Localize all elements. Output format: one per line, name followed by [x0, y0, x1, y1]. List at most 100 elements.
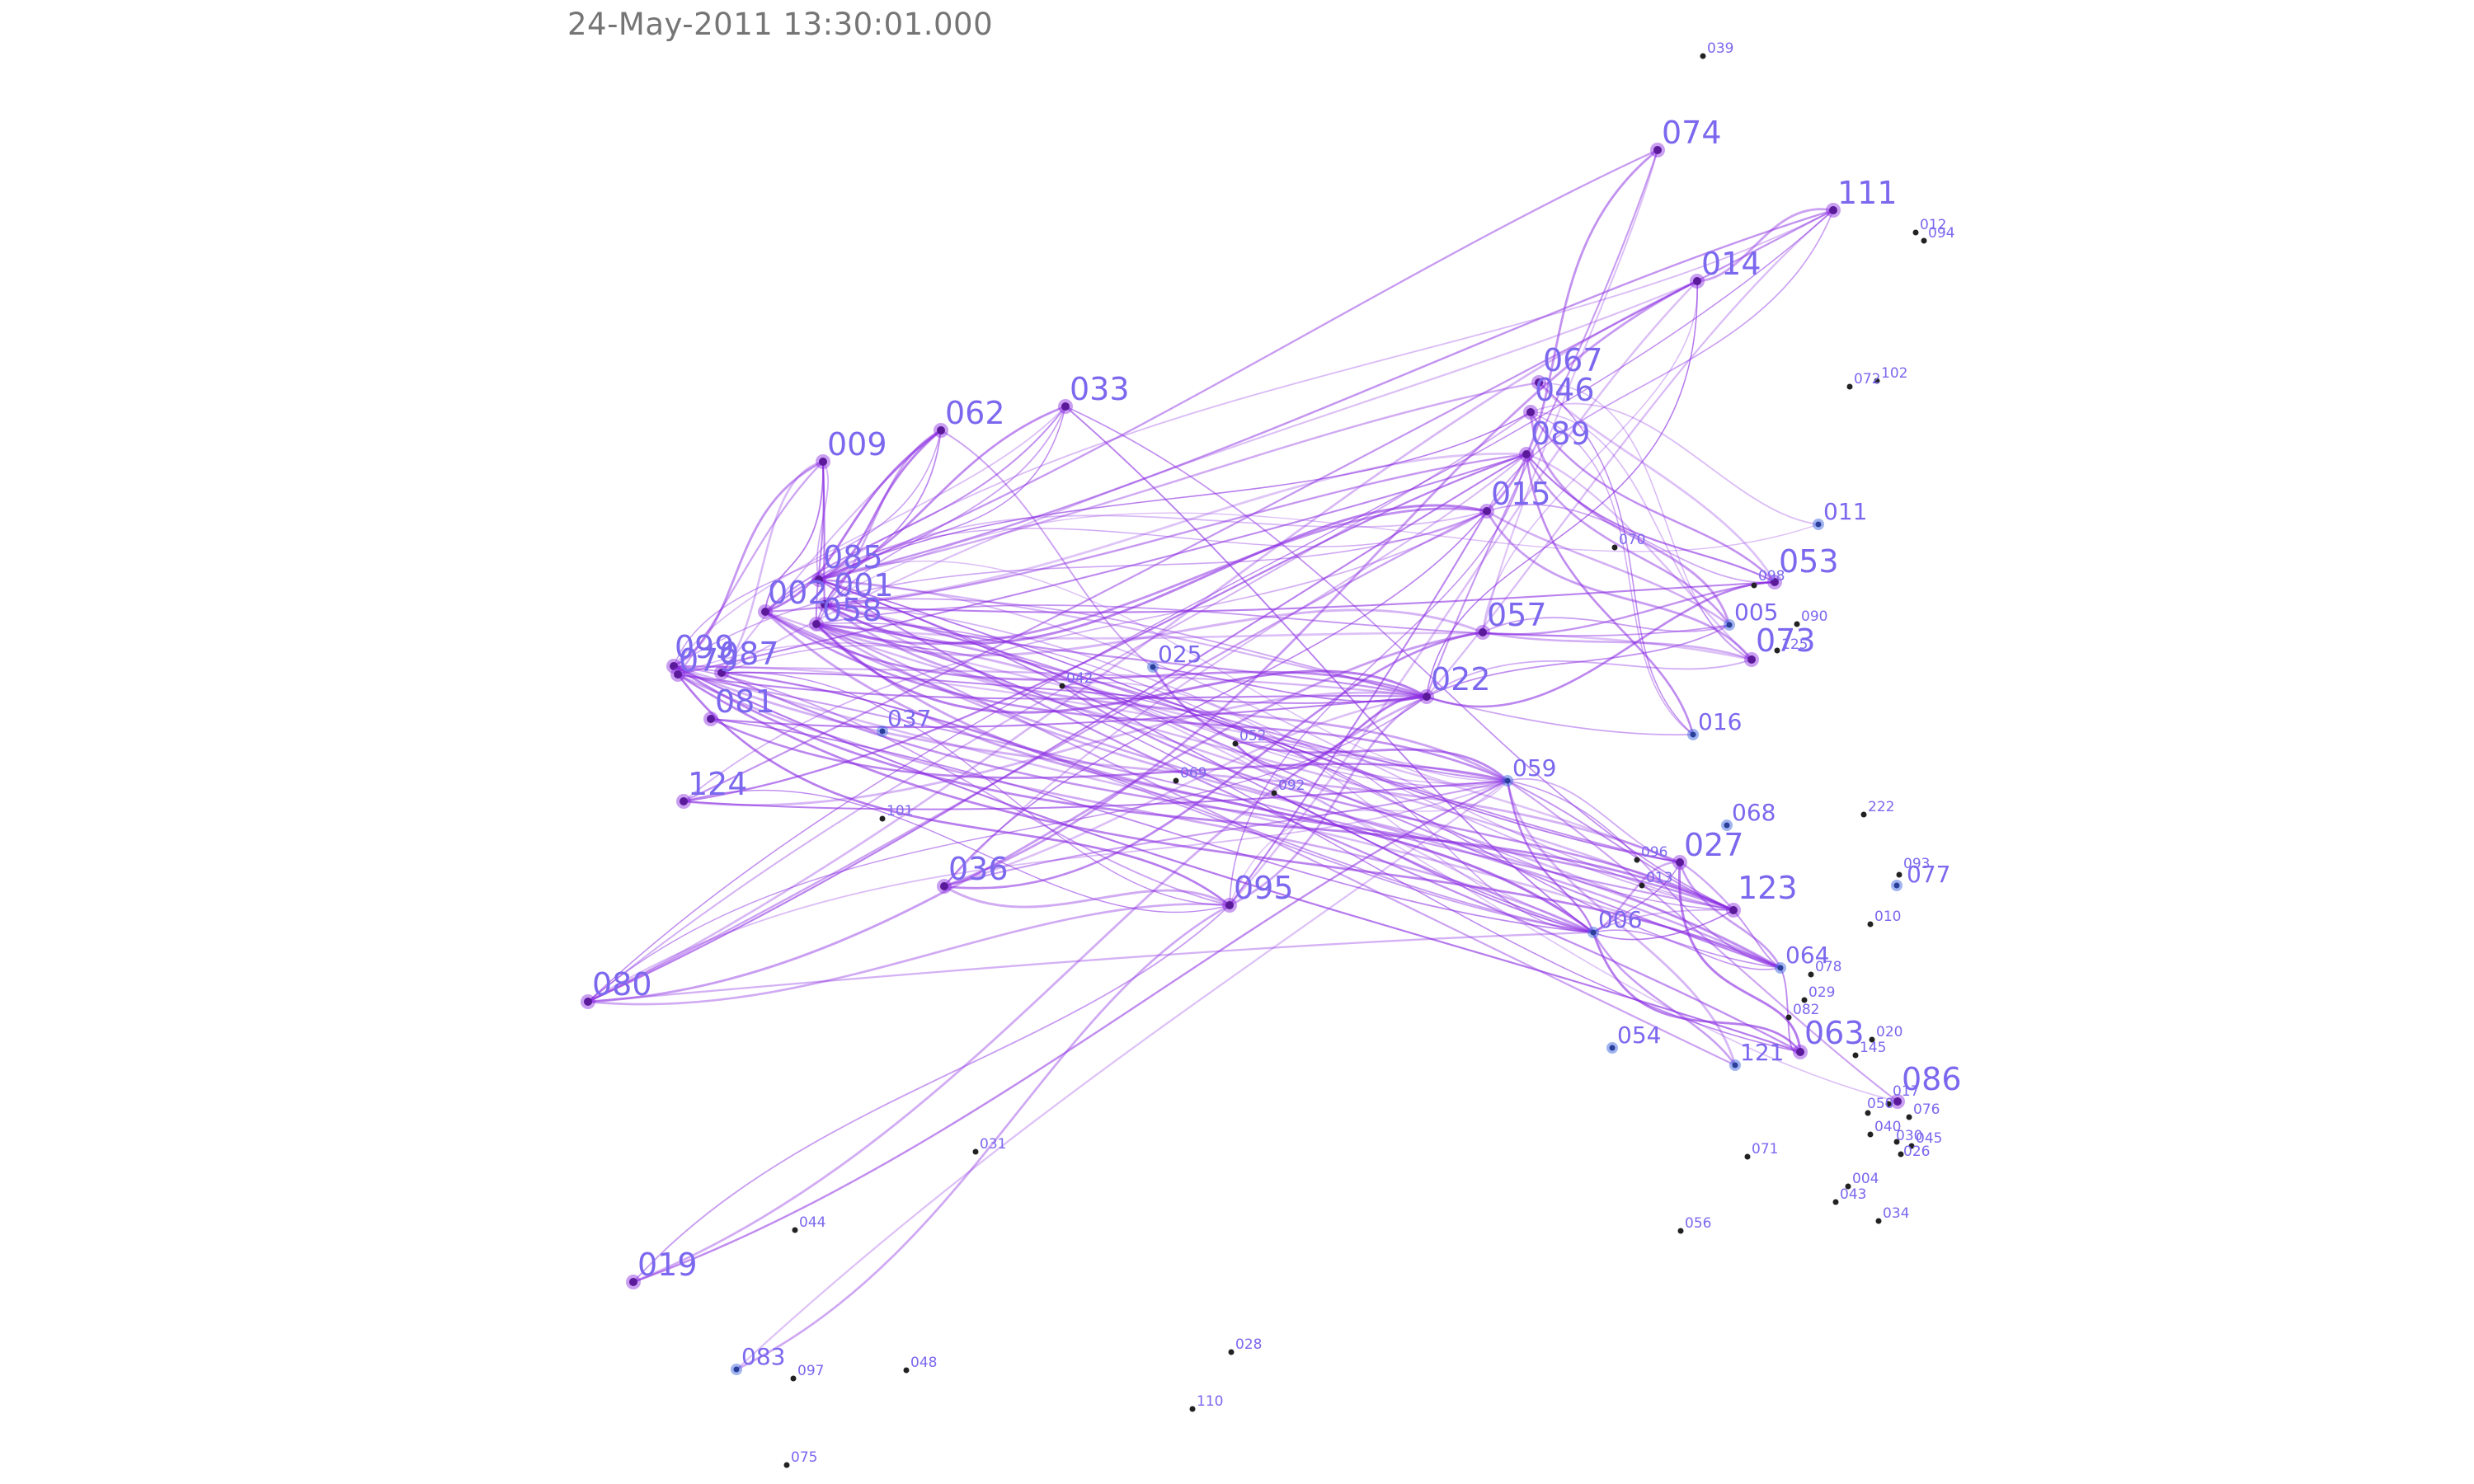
edge-001-022: [823, 603, 1428, 698]
node-026-dot: [1898, 1151, 1904, 1158]
edge-052-022: [1234, 695, 1428, 770]
node-078-dot: [1808, 971, 1814, 978]
node-070: [1611, 544, 1618, 551]
edge-058-123: [816, 622, 1734, 911]
node-073-dot: [1747, 655, 1756, 664]
node-111-dot: [1829, 206, 1837, 214]
node-031-dot: [972, 1148, 979, 1155]
node-039: [1700, 53, 1706, 59]
node-062-dot: [937, 426, 945, 434]
node-045: [1908, 1143, 1915, 1149]
node-014-dot: [1693, 277, 1701, 285]
edge-080-089: [586, 453, 1528, 1003]
edge-085-111: [817, 209, 1835, 581]
node-020: [1869, 1036, 1875, 1043]
edge-085-064: [817, 578, 1782, 970]
node-029-dot: [1801, 997, 1808, 1003]
node-037-dot: [879, 728, 886, 735]
node-001: [817, 597, 832, 612]
timestamp: 24-May-2011 13:30:01.000: [567, 7, 994, 42]
edge-036-059: [943, 779, 1509, 888]
edge-042-006: [1061, 681, 1594, 933]
node-016-dot: [1690, 731, 1696, 738]
node-077-dot: [1893, 882, 1900, 889]
node-label-092: 092: [1278, 777, 1305, 794]
node-081: [703, 711, 718, 726]
node-label-087: 087: [719, 636, 779, 672]
edge-009-058: [815, 460, 825, 626]
node-022: [1419, 689, 1434, 704]
edge-083-095: [735, 904, 1231, 1371]
node-label-125: 125: [1781, 636, 1808, 653]
node-028-dot: [1228, 1349, 1235, 1355]
edge-042-123: [1061, 684, 1735, 912]
node-102: [1874, 378, 1880, 384]
edge-058-063: [816, 623, 1801, 1053]
edge-085-046: [818, 411, 1531, 580]
node-label-025: 025: [1158, 641, 1202, 668]
edge-015-073: [1485, 510, 1753, 661]
node-label-045: 045: [1916, 1130, 1942, 1147]
edge-099-064: [672, 665, 1782, 970]
node-064-dot: [1777, 965, 1784, 971]
node-076: [1906, 1114, 1912, 1120]
node-053: [1767, 575, 1782, 589]
node-053-dot: [1771, 578, 1779, 586]
edge-059-064: [1507, 780, 1781, 969]
node-056: [1677, 1228, 1684, 1234]
edge-036-022: [943, 695, 1428, 888]
edge-124-022: [682, 691, 1428, 806]
node-label-124: 124: [688, 766, 748, 802]
edge-033-058: [816, 406, 1066, 625]
node-044: [792, 1227, 798, 1233]
edge-027-064: [1678, 861, 1782, 970]
edge-074-015: [1485, 148, 1659, 513]
node-125-dot: [1774, 647, 1780, 654]
node-label-095: 095: [1234, 870, 1294, 906]
edge-014-022: [1426, 280, 1698, 697]
edge-062-002: [764, 429, 943, 613]
node-002: [758, 604, 773, 619]
node-067: [1531, 375, 1546, 390]
node-label-096: 096: [1641, 844, 1667, 861]
edge-006-121: [1592, 931, 1737, 1067]
edge-085-074: [817, 148, 1659, 581]
node-label-089: 089: [1531, 416, 1591, 452]
edge-027-063: [1677, 861, 1802, 1054]
node-label-069: 069: [1180, 765, 1206, 782]
edge-058-015: [815, 507, 1489, 646]
node-019-dot: [629, 1278, 637, 1286]
node-111: [1826, 203, 1841, 218]
edge-058-006: [815, 622, 1595, 934]
node-label-110: 110: [1197, 1393, 1223, 1410]
node-label-099: 099: [675, 629, 735, 665]
node-031: [972, 1148, 979, 1155]
edge-059-006: [1506, 779, 1595, 934]
node-label-072: 072: [1854, 371, 1880, 387]
node-027: [1672, 855, 1687, 870]
node-label-048: 048: [910, 1355, 937, 1371]
node-072: [1846, 383, 1853, 390]
edge-080-057: [586, 631, 1484, 1003]
node-086: [1890, 1094, 1905, 1109]
edge-111-015: [1486, 209, 1834, 512]
node-097-dot: [790, 1375, 797, 1382]
edge-080-015: [586, 510, 1489, 1003]
edge-058-022: [815, 622, 1428, 714]
node-label-028: 028: [1235, 1336, 1262, 1353]
node-070-dot: [1611, 544, 1618, 551]
edge-002-059: [764, 610, 1509, 782]
node-087-dot: [717, 669, 726, 677]
node-101: [879, 815, 886, 822]
edge-085-123: [818, 579, 1734, 911]
node-001-dot: [821, 600, 829, 608]
node-063-dot: [1796, 1048, 1804, 1056]
node-083-dot: [733, 1366, 740, 1373]
node-145-dot: [1852, 1052, 1859, 1059]
node-074-dot: [1653, 146, 1662, 154]
edge-058-057: [815, 608, 1484, 657]
node-078: [1808, 971, 1814, 978]
edge-006-123: [1592, 909, 1734, 941]
node-123: [1726, 903, 1741, 918]
